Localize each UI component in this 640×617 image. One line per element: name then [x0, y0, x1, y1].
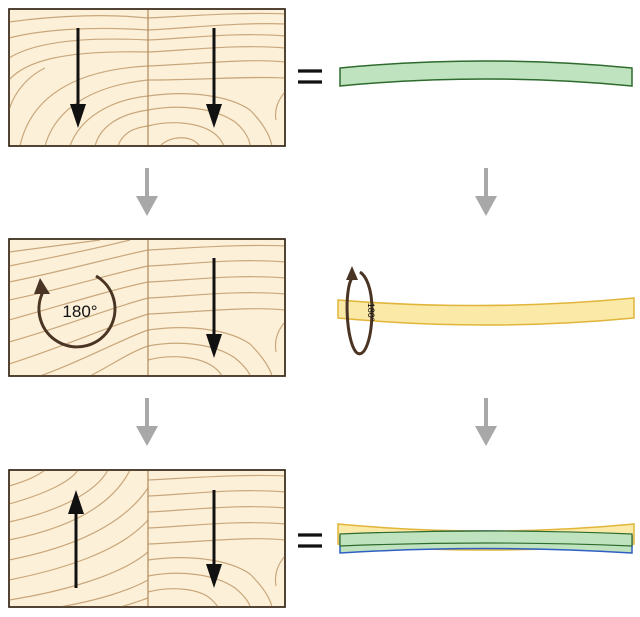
grain-direction-arrow-up-left	[68, 490, 84, 588]
flow-arrow-down-icon-right-2	[475, 398, 497, 446]
strip-flat-yellow	[337, 297, 635, 326]
wood-grain	[9, 470, 285, 607]
flow-arrow-down-icon-left-2	[136, 398, 158, 446]
board-original	[8, 8, 286, 147]
equals-sign-icon	[298, 69, 322, 84]
rotate-icon	[34, 274, 117, 349]
flow-arrow-down-icon-right-1	[475, 168, 497, 216]
wood-grain	[9, 12, 285, 146]
wood-grain	[9, 239, 285, 376]
rotate-icon-small	[345, 266, 374, 356]
grain-direction-arrow-down-left	[70, 28, 86, 128]
rotation-label-small: 180°	[366, 303, 376, 322]
strip-cupped-green	[339, 60, 633, 87]
board-alternated	[8, 469, 286, 608]
rotation-label: 180°	[62, 302, 97, 321]
board-rotated: 180°	[8, 238, 286, 377]
grain-direction-arrow-down-right	[206, 28, 222, 128]
strip-combined-result	[337, 523, 635, 554]
strip-green-layer	[339, 530, 633, 547]
flow-arrow-down-icon-left-1	[136, 168, 158, 216]
equals-sign-icon	[298, 533, 322, 548]
grain-direction-arrow-down-right	[206, 258, 222, 358]
grain-direction-arrow-down-right	[206, 490, 222, 588]
